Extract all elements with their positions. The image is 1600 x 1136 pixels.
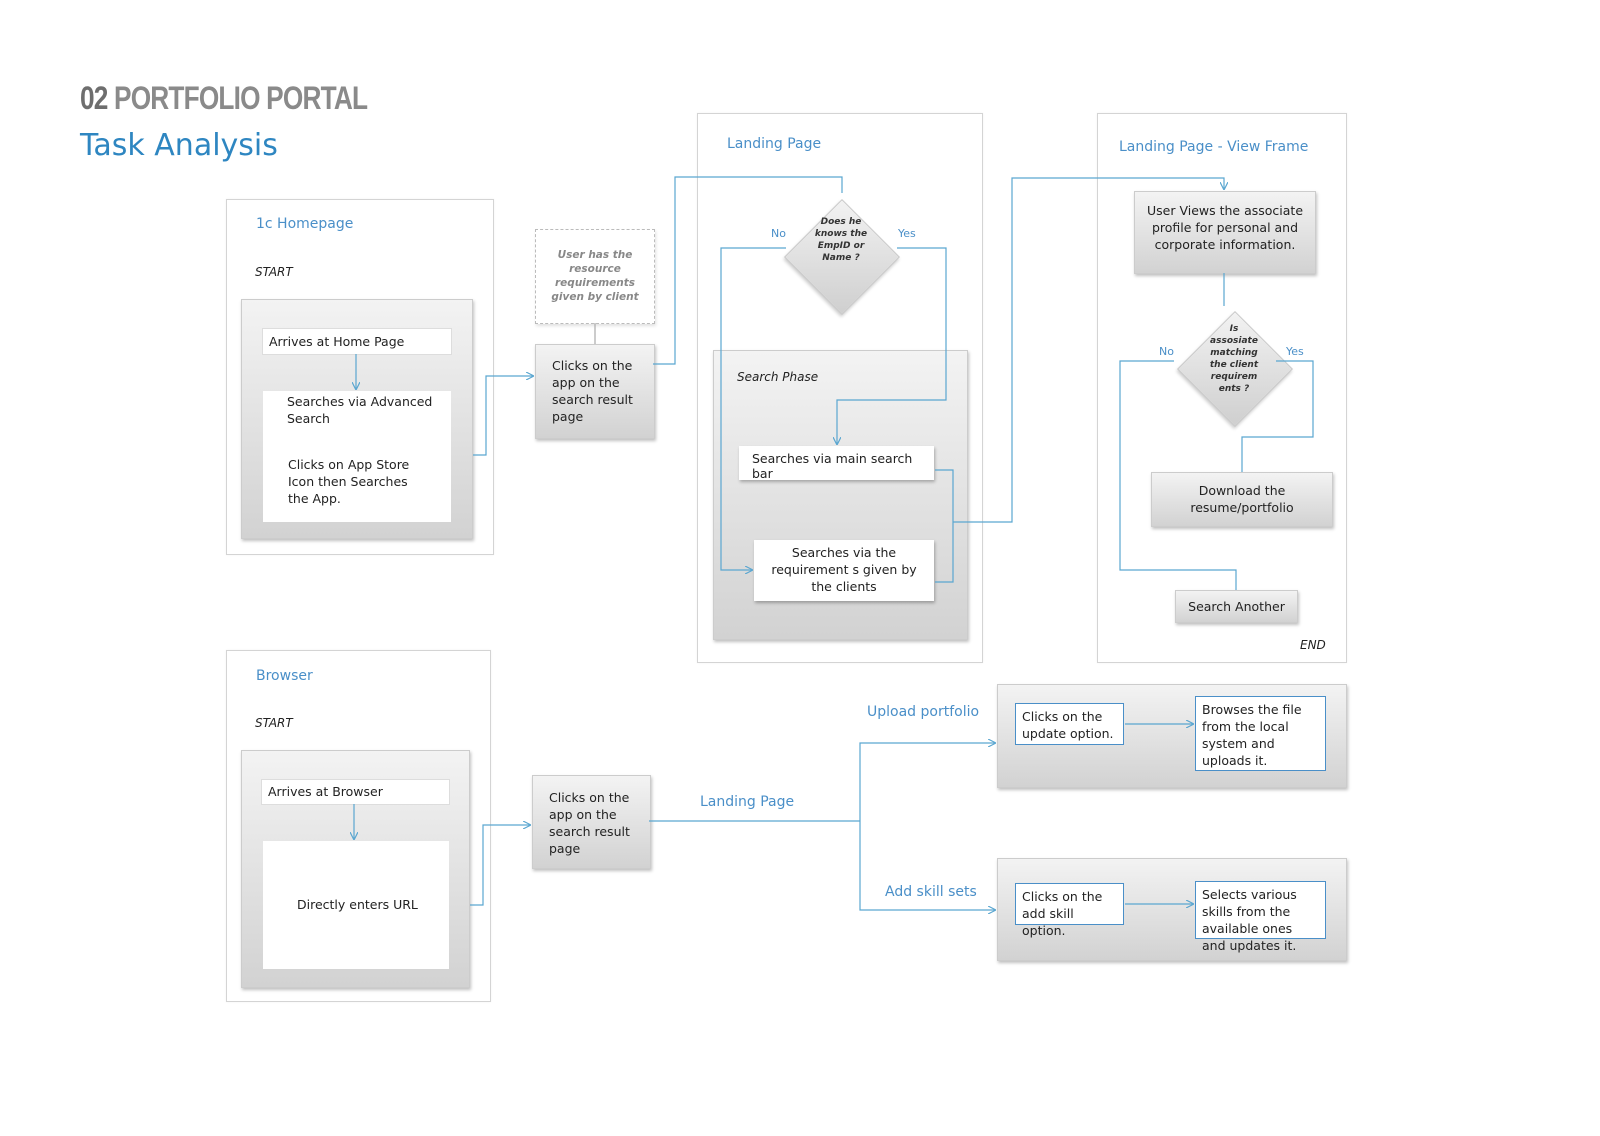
section-heading: 02 PORTFOLIO PORTAL — [80, 80, 368, 117]
search-another-box: Search Another — [1175, 590, 1298, 623]
clicks-app-top-label: Clicks on the app on the search result p… — [552, 358, 633, 424]
user-views-label: User Views the associate profile for per… — [1146, 203, 1304, 252]
search-phase-label: Search Phase — [737, 370, 819, 384]
step-app-store: Clicks on App Store Icon then Searches t… — [288, 457, 410, 506]
add-skill-step: Clicks on the add skill option. — [1015, 883, 1124, 938]
condition-note-text: User has the resource requirements given… — [551, 249, 639, 303]
connector-to-skills — [859, 821, 995, 910]
browser-start-label: START — [255, 716, 293, 730]
add-skill-option-label: Clicks on the add skill option. — [1022, 889, 1103, 938]
connector-empid-yes — [837, 247, 947, 444]
end-label: END — [1300, 638, 1326, 652]
update-option-label: Clicks on the update option. — [1022, 709, 1114, 741]
clicks-app-top-box: Clicks on the app on the search result p… — [535, 344, 655, 439]
req-search-label: Searches via the requirement s given by … — [771, 545, 917, 594]
match-decision-text: Is assosiate matching the client require… — [1209, 324, 1259, 394]
steps-search-box — [263, 391, 451, 522]
clicks-app-bottom-label: Clicks on the app on the search result p… — [549, 790, 630, 856]
browse-file-label: Browses the file from the local system a… — [1202, 702, 1302, 768]
step-advanced-search: Searches via Advanced Search — [287, 394, 433, 426]
empid-yes-label: Yes — [898, 227, 916, 240]
step-direct-url: Directly enters URL — [263, 841, 449, 969]
connector-browser-to-click — [470, 825, 530, 906]
browse-file-step: Browses the file from the local system a… — [1195, 696, 1326, 771]
connector-search-to-view — [953, 177, 1224, 523]
connector-search-bracket — [935, 469, 954, 583]
empid-decision-text: Does he knows the EmpID or Name ? — [814, 217, 868, 263]
view-frame-title: Landing Page - View Frame — [1119, 139, 1309, 155]
main-search-label: Searches via main search bar — [752, 451, 913, 481]
step-direct-url-label: Directly enters URL — [297, 897, 418, 912]
user-views-box: User Views the associate profile for per… — [1134, 191, 1316, 274]
homepage-frame-title: 1c Homepage — [256, 216, 354, 232]
connector-to-upload — [859, 743, 995, 821]
connector-match-yes — [1241, 360, 1314, 472]
req-search-step: Searches via the requirement s given by … — [754, 540, 934, 601]
download-label: Download the resume/portfolio — [1190, 483, 1294, 515]
step-arrives-home-label: Arrives at Home Page — [269, 334, 405, 349]
browser-frame-title: Browser — [256, 668, 313, 684]
connector-empid-no — [720, 247, 786, 570]
step-arrives-browser-label: Arrives at Browser — [268, 784, 383, 799]
homepage-start-label: START — [255, 265, 293, 279]
connector-home-to-click — [473, 376, 533, 456]
connector-click-to-landing — [653, 176, 843, 365]
step-arrives-home: Arrives at Home Page — [262, 328, 452, 355]
search-another-label: Search Another — [1188, 599, 1285, 614]
match-yes-label: Yes — [1286, 345, 1304, 358]
main-search-step: Searches via main search bar — [739, 446, 934, 481]
condition-note: User has the resource requirements given… — [535, 229, 655, 324]
select-skills-label: Selects various skills from the availabl… — [1202, 887, 1297, 953]
landing-frame-title: Landing Page — [727, 136, 822, 152]
add-skill-sets-label: Add skill sets — [885, 884, 977, 900]
section-title: PORTFOLIO PORTAL — [114, 80, 368, 116]
connector-match-no — [1119, 360, 1237, 590]
match-no-label: No — [1159, 345, 1174, 358]
clicks-app-bottom-box: Clicks on the app on the search result p… — [532, 775, 651, 869]
download-box: Download the resume/portfolio — [1151, 472, 1333, 527]
update-option-step: Clicks on the update option. — [1015, 703, 1124, 745]
landing-page-label: Landing Page — [700, 794, 795, 810]
step-arrives-browser: Arrives at Browser — [261, 779, 450, 805]
page-subtitle: Task Analysis — [80, 128, 278, 163]
section-number: 02 — [80, 80, 108, 116]
select-skills-step: Selects various skills from the availabl… — [1195, 881, 1326, 953]
empid-no-label: No — [771, 227, 786, 240]
upload-portfolio-label: Upload portfolio — [867, 704, 980, 720]
